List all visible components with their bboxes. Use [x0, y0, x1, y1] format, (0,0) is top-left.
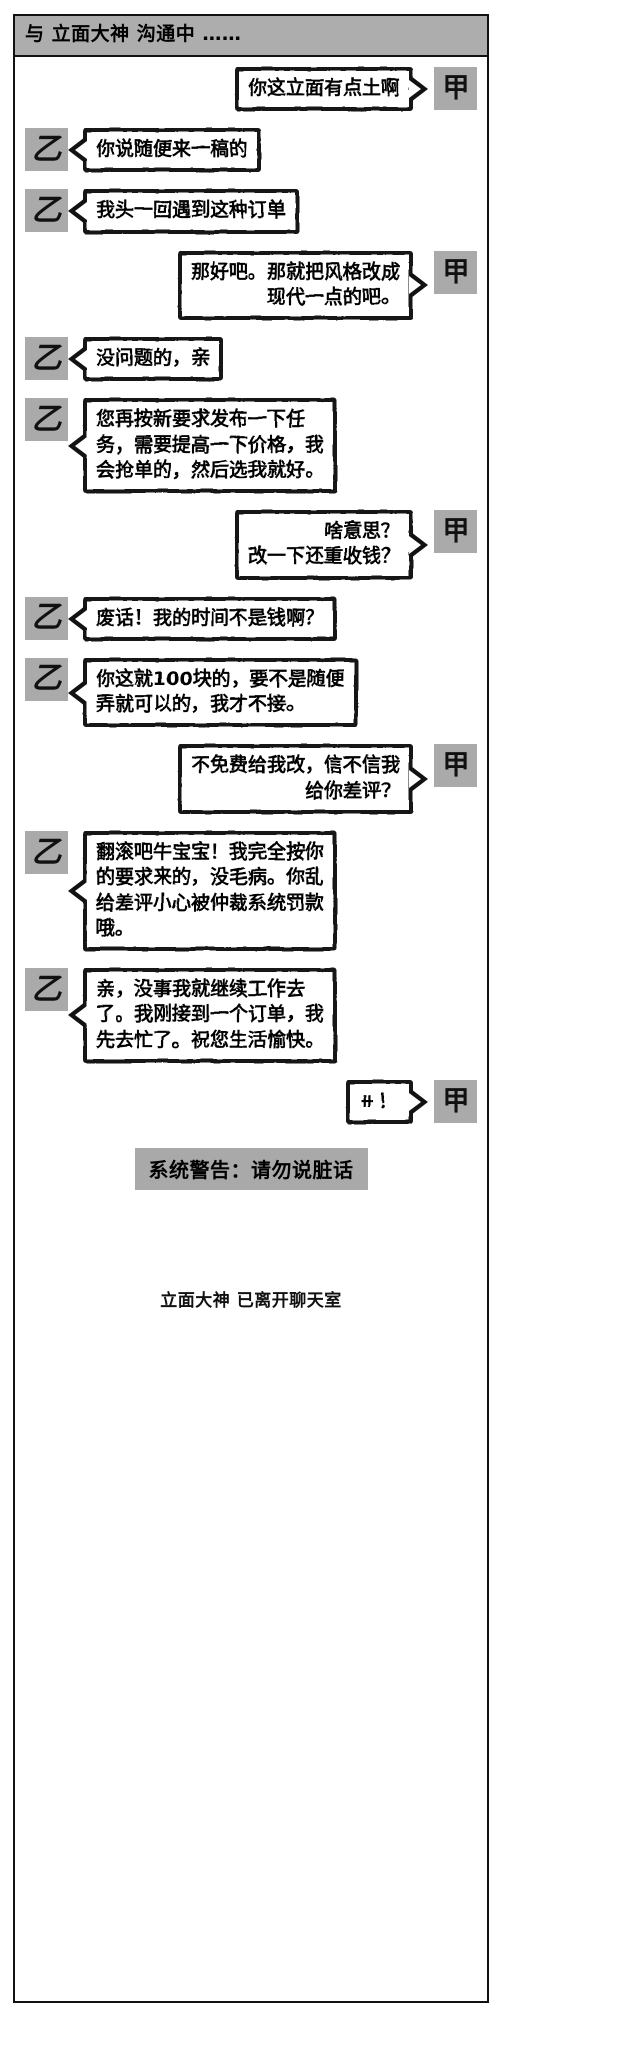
- system-warning-banner: 系统警告：请勿说脏话: [134, 1148, 368, 1191]
- avatar-jia[interactable]: 甲: [434, 1079, 477, 1123]
- message-bubble[interactable]: 亲，没事我就继续工作去了。我刚接到一个订单，我先去忙了。祝您生活愉快。: [83, 968, 338, 1063]
- message-line: 你这就100块的，要不是随便: [96, 667, 345, 690]
- message-bubble[interactable]: 您再按新要求发布一下任务，需要提高一下价格，我会抢单的，然后选我就好。: [83, 398, 338, 494]
- message-line: 务，需要提高一下价格，我: [96, 433, 325, 456]
- message-line: 你说随便来一稿的: [96, 138, 249, 161]
- avatar-jia[interactable]: 甲: [434, 66, 477, 110]
- message-line: 给你差评？: [304, 779, 400, 802]
- message-bubble[interactable]: ⧺！: [346, 1079, 413, 1125]
- bubble-tail-icon: [68, 680, 84, 706]
- message-row: 乙 你说随便来一稿的: [25, 128, 477, 173]
- avatar-yi[interactable]: 乙: [25, 596, 68, 640]
- message-line: 我头一回遇到这种订单: [96, 199, 287, 222]
- chat-header-title: 与 立面大神 沟通中 ……: [25, 23, 242, 45]
- avatar-yi[interactable]: 乙: [25, 831, 68, 874]
- message-line: 不免费给我改，信不信我: [190, 754, 400, 777]
- message-bubble[interactable]: 你这就100块的，要不是随便弄就可以的，我才不接。: [83, 657, 358, 728]
- message-row: 你这立面有点土啊 甲: [25, 66, 477, 112]
- message-line: 您再按新要求发布一下任: [96, 408, 306, 431]
- message-row: 不免费给我改，信不信我给你差评？ 甲: [25, 744, 477, 814]
- message-bubble[interactable]: 你这立面有点土啊: [234, 66, 413, 112]
- message-line: 那好吧。那就把风格改成: [190, 260, 400, 283]
- message-line: ⧺！: [359, 1089, 400, 1112]
- avatar-jia[interactable]: 甲: [434, 250, 477, 294]
- bubble-tail-icon: [412, 76, 428, 102]
- message-line: 现代一点的吧。: [266, 285, 400, 308]
- system-warning-text: 系统警告：请勿说脏话: [148, 1158, 354, 1183]
- avatar-yi[interactable]: 乙: [25, 968, 68, 1012]
- message-line: 弄就可以的，我才不接。: [96, 693, 306, 716]
- message-bubble[interactable]: 我头一回遇到这种订单: [83, 189, 300, 234]
- avatar-yi[interactable]: 乙: [25, 657, 68, 701]
- avatar-yi[interactable]: 乙: [25, 337, 68, 381]
- message-bubble[interactable]: 翻滚吧牛宝宝！我完全按你的要求来的，没毛病。你乱给差评小心被仲裁系统罚款哦。: [83, 831, 338, 952]
- message-bubble[interactable]: 废话！我的时间不是钱啊？: [83, 596, 338, 641]
- message-line: 先去忙了。祝您生活愉快。: [96, 1028, 325, 1051]
- message-line: 改一下还重收钱？: [247, 545, 400, 568]
- bubble-tail-icon: [68, 198, 84, 224]
- message-row: 乙 我头一回遇到这种订单: [25, 189, 477, 234]
- message-row: 乙您再按新要求发布一下任务，需要提高一下价格，我会抢单的，然后选我就好。: [25, 398, 477, 494]
- avatar-yi[interactable]: 乙: [25, 398, 68, 442]
- message-line: 亲，没事我就继续工作去: [96, 978, 306, 1001]
- message-line: 了。我刚接到一个订单，我: [96, 1003, 325, 1026]
- message-row: 啥意思？改一下还重收钱？ 甲: [25, 510, 477, 580]
- leave-room-notice-text: 立面大神 已离开聊天室: [160, 1291, 342, 1312]
- bubble-tail-icon: [68, 137, 84, 163]
- message-line: 没问题的，亲: [96, 347, 211, 370]
- message-line: 哦。: [96, 916, 135, 939]
- avatar-jia[interactable]: 甲: [434, 744, 477, 788]
- message-line: 会抢单的，然后选我就好。: [96, 458, 325, 481]
- bubble-tail-icon: [68, 433, 84, 459]
- leave-room-notice: 立面大神 已离开聊天室: [15, 1286, 487, 1311]
- bubble-tail-icon: [412, 532, 428, 558]
- message-bubble[interactable]: 啥意思？改一下还重收钱？: [234, 510, 413, 580]
- message-line: 废话！我的时间不是钱啊？: [96, 606, 325, 629]
- avatar-yi[interactable]: 乙: [25, 128, 68, 172]
- message-row: 乙你这就100块的，要不是随便弄就可以的，我才不接。: [25, 657, 477, 728]
- message-line: 你这立面有点土啊: [247, 76, 400, 99]
- message-bubble[interactable]: 你说随便来一稿的: [83, 128, 262, 173]
- message-thread: 你这立面有点土啊甲乙你说随便来一稿的乙我头一回遇到这种订单那好吧。那就把风格改成…: [15, 57, 487, 1125]
- avatar-jia[interactable]: 甲: [434, 510, 477, 554]
- bubble-tail-icon: [412, 1089, 428, 1115]
- message-bubble[interactable]: 不免费给我改，信不信我给你差评？: [177, 744, 413, 814]
- message-row: 乙翻滚吧牛宝宝！我完全按你的要求来的，没毛病。你乱给差评小心被仲裁系统罚款哦。: [25, 831, 477, 952]
- message-line: 给差评小心被仲裁系统罚款: [96, 891, 325, 914]
- message-line: 翻滚吧牛宝宝！我完全按你: [96, 841, 325, 863]
- bubble-tail-icon: [68, 606, 84, 632]
- bubble-tail-icon: [412, 766, 428, 792]
- message-row: ⧺！ 甲: [25, 1079, 477, 1125]
- message-row: 乙 废话！我的时间不是钱啊？: [25, 596, 477, 641]
- message-line: 的要求来的，没毛病。你乱: [96, 866, 325, 889]
- bubble-tail-icon: [412, 272, 428, 298]
- message-row: 乙亲，没事我就继续工作去了。我刚接到一个订单，我先去忙了。祝您生活愉快。: [25, 968, 477, 1063]
- chat-header: 与 立面大神 沟通中 ……: [15, 16, 487, 57]
- message-row: 乙 没问题的，亲: [25, 337, 477, 382]
- message-bubble[interactable]: 没问题的，亲: [83, 337, 224, 382]
- message-bubble[interactable]: 那好吧。那就把风格改成现代一点的吧。: [177, 250, 413, 321]
- avatar-yi[interactable]: 乙: [25, 189, 68, 233]
- chat-panel-frame: 与 立面大神 沟通中 …… 你这立面有点土啊甲乙你说随便来一稿的乙我头一回遇到这…: [13, 14, 489, 2003]
- bubble-tail-icon: [68, 1002, 84, 1028]
- bubble-tail-icon: [68, 346, 84, 372]
- bubble-tail-icon: [68, 878, 84, 904]
- message-line: 啥意思？: [323, 520, 400, 543]
- message-row: 那好吧。那就把风格改成现代一点的吧。甲: [25, 250, 477, 321]
